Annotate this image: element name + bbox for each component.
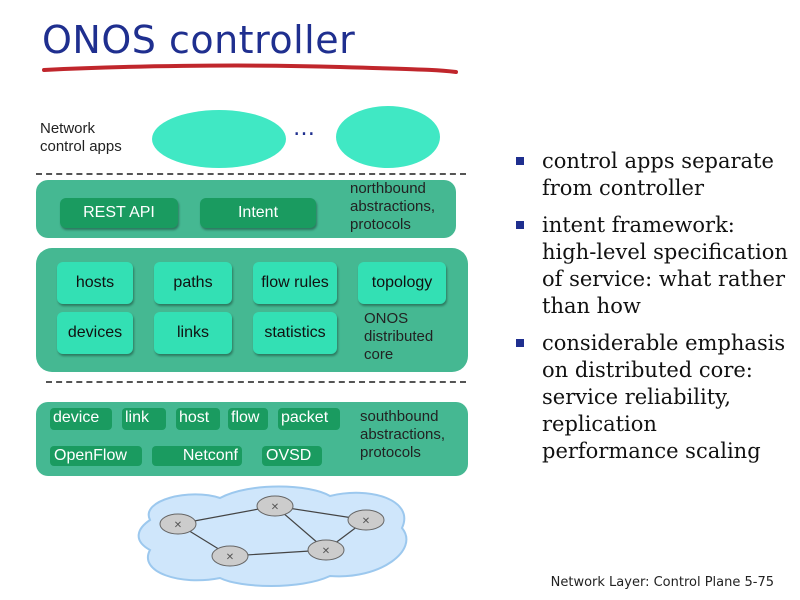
page-title: ONOS controller xyxy=(42,18,356,62)
intent-button: Intent xyxy=(200,198,316,228)
cloud-shape xyxy=(137,485,408,587)
northbound-caption-line3: protocols xyxy=(350,216,411,233)
network-apps-label-line2: control apps xyxy=(40,138,122,155)
footer-label: Network Layer: Control Plane 5-75 xyxy=(550,575,774,590)
bullet-square-icon xyxy=(516,339,524,347)
router-icon: ✕ xyxy=(307,539,345,561)
northbound-caption-line2: abstractions, xyxy=(350,198,436,215)
apps-ellipsis: … xyxy=(293,116,317,141)
protocol-ovsdb: OVSDB xyxy=(262,446,322,466)
title-underline xyxy=(42,63,458,74)
svg-text:✕: ✕ xyxy=(322,546,330,557)
core-box-links: links xyxy=(154,312,232,354)
core-box-hosts: hosts xyxy=(57,262,133,304)
router-icon: ✕ xyxy=(211,545,249,567)
protocol-openflow: OpenFlow xyxy=(50,446,142,466)
core-caption-line2: distributed xyxy=(364,328,434,345)
sb-box-link: link xyxy=(122,408,166,430)
bullet-item: considerable emphasis on distributed cor… xyxy=(512,330,792,465)
bullet-text: considerable emphasis on distributed cor… xyxy=(542,331,786,463)
southbound-divider xyxy=(46,381,466,383)
southbound-caption-line2: abstractions, xyxy=(360,426,446,443)
bullet-list: control apps separate from controller in… xyxy=(512,148,792,475)
protocol-netconf: Netconf xyxy=(152,446,242,466)
sb-box-host: host xyxy=(176,408,220,430)
app-oval-2 xyxy=(336,106,440,168)
southbound-caption-line1: southbound xyxy=(360,408,439,425)
app-oval-1 xyxy=(152,110,286,168)
bullet-item: intent framework: high-level specificati… xyxy=(512,212,792,320)
bullet-text: intent framework: high-level specificati… xyxy=(542,213,788,318)
northbound-caption-line1: northbound xyxy=(350,180,426,197)
bullet-square-icon xyxy=(516,221,524,229)
sb-box-flow: flow xyxy=(228,408,268,430)
bullet-text: control apps separate from controller xyxy=(542,149,774,200)
router-icons: ✕ ✕ ✕ ✕ ✕ xyxy=(159,495,385,567)
svg-text:✕: ✕ xyxy=(271,502,279,513)
network-cloud-graphic: ✕ ✕ ✕ ✕ ✕ xyxy=(137,485,408,587)
southbound-caption: southbound abstractions, protocols xyxy=(360,408,445,462)
router-icon: ✕ xyxy=(256,495,294,517)
network-apps-label-line1: Network xyxy=(40,120,96,137)
northbound-caption: northbound abstractions, protocols xyxy=(350,180,435,234)
core-caption-line1: ONOS xyxy=(364,310,409,327)
router-icon: ✕ xyxy=(159,513,197,535)
router-icon: ✕ xyxy=(347,509,385,531)
core-box-statistics: statistics xyxy=(253,312,337,354)
svg-text:✕: ✕ xyxy=(226,552,234,563)
sb-box-device: device xyxy=(50,408,112,430)
core-caption-line3: core xyxy=(364,346,394,363)
bullet-square-icon xyxy=(516,157,524,165)
southbound-caption-line3: protocols xyxy=(360,444,421,461)
svg-text:✕: ✕ xyxy=(362,516,370,527)
sb-box-packet: packet xyxy=(278,408,340,430)
bullet-item: control apps separate from controller xyxy=(512,148,792,202)
core-box-devices: devices xyxy=(57,312,133,354)
core-box-flow-rules: flow rules xyxy=(253,262,337,304)
rest-api-button: REST API xyxy=(60,198,178,228)
core-box-paths: paths xyxy=(154,262,232,304)
svg-text:✕: ✕ xyxy=(174,520,182,531)
core-caption: ONOS distributed core xyxy=(364,310,433,364)
network-apps-label: Network control apps xyxy=(40,120,122,156)
northbound-divider xyxy=(36,173,466,175)
core-box-topology: topology xyxy=(358,262,446,304)
